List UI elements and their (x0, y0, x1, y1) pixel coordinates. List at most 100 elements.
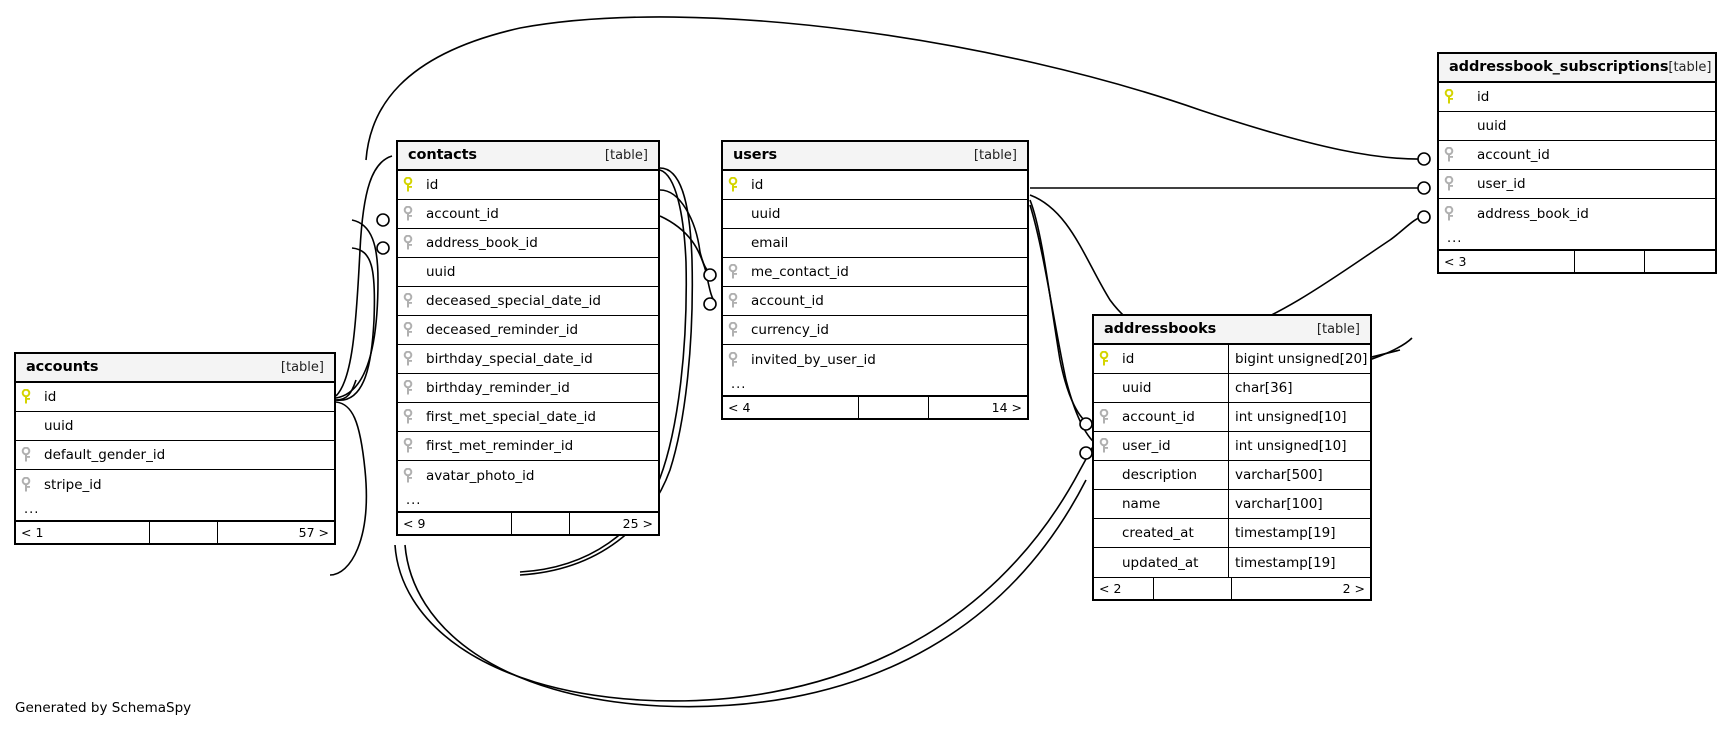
table-row[interactable]: account_id (723, 287, 1027, 316)
table-row[interactable]: deceased_reminder_id (398, 316, 658, 345)
foreign-key-icon (16, 441, 36, 469)
table-row[interactable]: id (1439, 83, 1715, 112)
table-row[interactable]: updated_at timestamp[19] (1094, 548, 1370, 577)
table-row[interactable]: stripe_id (16, 470, 334, 499)
table-row[interactable]: user_id (1439, 170, 1715, 199)
column-name: email (751, 235, 789, 251)
table-row[interactable]: account_id int unsigned[10] (1094, 403, 1370, 432)
foreign-key-icon (723, 287, 743, 315)
no-key-spacer (723, 200, 743, 228)
table-addressbooks[interactable]: addressbooks [table] id bigint unsigned[… (1092, 314, 1372, 601)
foreign-key-icon (1439, 199, 1459, 228)
table-row[interactable]: invited_by_user_id (723, 345, 1027, 374)
column-name: id (1477, 89, 1490, 105)
table-row[interactable]: email (723, 229, 1027, 258)
column-name: account_id (751, 293, 824, 309)
column-name: id (44, 389, 57, 405)
table-name: addressbooks (1104, 321, 1217, 337)
table-addressbook-subscriptions[interactable]: addressbook_subscriptions [table] id uui… (1437, 52, 1717, 274)
table-row[interactable]: name varchar[100] (1094, 490, 1370, 519)
table-kind-label: [table] (604, 147, 648, 163)
table-row[interactable]: account_id (1439, 141, 1715, 170)
table-name: addressbook_subscriptions (1449, 59, 1669, 75)
foreign-key-icon (398, 345, 418, 373)
table-row[interactable]: uuid (723, 200, 1027, 229)
foreign-key-icon (723, 258, 743, 286)
footer-incoming-count[interactable]: < 3 (1439, 251, 1575, 272)
table-row[interactable]: address_book_id (398, 229, 658, 258)
table-header-addressbooks: addressbooks [table] (1094, 316, 1370, 345)
table-row[interactable]: uuid (16, 412, 334, 441)
table-row[interactable]: address_book_id (1439, 199, 1715, 228)
table-row[interactable]: id (723, 171, 1027, 200)
table-row[interactable]: first_met_reminder_id (398, 432, 658, 461)
column-list: id uuid account_id user_id address_book_… (1439, 83, 1715, 228)
footer-incoming-count[interactable]: < 1 (16, 522, 150, 543)
primary-key-icon (1439, 83, 1459, 111)
table-footer: < 2 2 > (1094, 577, 1370, 599)
column-name: address_book_id (1477, 205, 1589, 222)
column-name: uuid (1477, 118, 1507, 134)
column-list: id bigint unsigned[20] uuid char[36] acc… (1094, 345, 1370, 577)
table-kind-label: [table] (973, 147, 1017, 163)
footer-outgoing-count[interactable]: 57 > (298, 525, 329, 540)
table-row[interactable]: default_gender_id (16, 441, 334, 470)
footer-outgoing-count[interactable]: 14 > (991, 400, 1022, 415)
table-row[interactable]: id bigint unsigned[20] (1094, 345, 1370, 374)
table-row[interactable]: user_id int unsigned[10] (1094, 432, 1370, 461)
table-contacts[interactable]: contacts [table] id account_id address_b… (396, 140, 660, 536)
footer-outgoing-count[interactable] (1645, 251, 1715, 272)
more-columns-indicator: ... (1439, 228, 1715, 250)
primary-key-icon (16, 383, 36, 411)
table-kind-label: [table] (280, 359, 324, 375)
no-key-spacer (16, 412, 36, 440)
no-key-spacer (1094, 374, 1114, 402)
table-users[interactable]: users [table] id uuid email me_contact_i… (721, 140, 1029, 420)
column-name: first_met_reminder_id (426, 438, 574, 454)
column-name: first_met_special_date_id (426, 409, 596, 425)
table-header-contacts: contacts [table] (398, 142, 658, 171)
column-name: address_book_id (426, 235, 538, 251)
table-row[interactable]: id (398, 171, 658, 200)
table-kind-label: [table] (1316, 321, 1360, 337)
table-row[interactable]: uuid char[36] (1094, 374, 1370, 403)
table-row[interactable]: uuid (398, 258, 658, 287)
table-row[interactable]: first_met_special_date_id (398, 403, 658, 432)
footer-incoming-count[interactable]: < 4 (723, 397, 859, 418)
foreign-key-icon (398, 461, 418, 490)
column-name: invited_by_user_id (751, 351, 876, 368)
footer-incoming-count[interactable]: < 2 (1094, 578, 1154, 599)
footer-middle (1154, 578, 1232, 599)
column-name: id (426, 177, 439, 193)
table-row[interactable]: me_contact_id (723, 258, 1027, 287)
table-row[interactable]: description varchar[500] (1094, 461, 1370, 490)
table-row[interactable]: avatar_photo_id (398, 461, 658, 490)
column-type: timestamp[19] (1228, 519, 1370, 547)
table-row[interactable]: created_at timestamp[19] (1094, 519, 1370, 548)
table-kind-label: [table] (1668, 59, 1712, 75)
footer-middle (859, 397, 929, 418)
column-name: uuid (44, 418, 74, 434)
table-row[interactable]: id (16, 383, 334, 412)
table-row[interactable]: uuid (1439, 112, 1715, 141)
footer-outgoing-count[interactable]: 25 > (622, 516, 653, 531)
table-row[interactable]: deceased_special_date_id (398, 287, 658, 316)
no-key-spacer (1439, 112, 1459, 140)
column-name: user_id (1122, 438, 1171, 454)
column-list: id account_id address_book_id uuid decea… (398, 171, 658, 490)
no-key-spacer (1094, 548, 1114, 577)
column-type: int unsigned[10] (1228, 403, 1370, 431)
footer-incoming-count[interactable]: < 9 (398, 513, 512, 534)
primary-key-icon (723, 171, 743, 199)
table-row[interactable]: birthday_special_date_id (398, 345, 658, 374)
more-columns-indicator: ... (723, 374, 1027, 396)
table-row[interactable]: account_id (398, 200, 658, 229)
table-name: accounts (26, 359, 99, 375)
column-name: account_id (1477, 147, 1550, 163)
column-name: uuid (426, 264, 456, 280)
footer-outgoing-count[interactable]: 2 > (1342, 581, 1365, 596)
table-row[interactable]: birthday_reminder_id (398, 374, 658, 403)
foreign-key-icon (398, 432, 418, 460)
table-row[interactable]: currency_id (723, 316, 1027, 345)
table-accounts[interactable]: accounts [table] id uuid default_gender_… (14, 352, 336, 545)
